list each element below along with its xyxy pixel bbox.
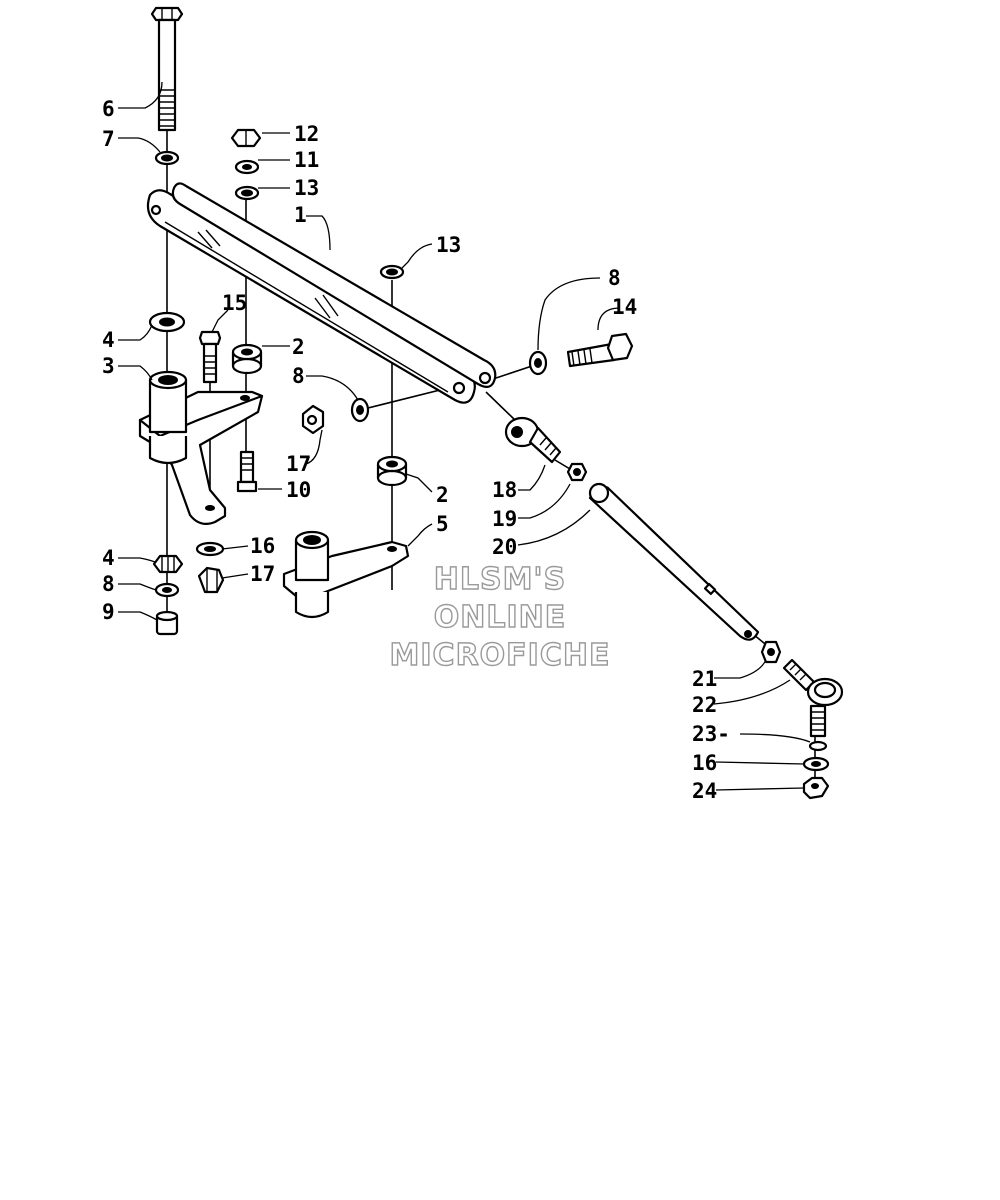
lock-nut-part-17-lower	[197, 566, 225, 594]
callout-7: 7	[102, 127, 115, 151]
callout-19: 19	[492, 507, 517, 531]
washer-part-16-right	[802, 756, 830, 772]
bushing-part-4-upper	[148, 311, 186, 333]
callout-3: 3	[102, 354, 115, 378]
nut-part-9	[155, 610, 179, 636]
callout-13-upper: 13	[294, 176, 319, 200]
bolt-part-15	[198, 330, 222, 384]
spacer-part-2-left	[231, 343, 263, 375]
watermark-line-3: MICROFICHE	[390, 638, 611, 673]
washer-part-8-right	[528, 350, 548, 376]
watermark-line-2: ONLINE	[434, 600, 567, 635]
castle-nut-part-4-lower	[152, 554, 184, 574]
lock-washer-part-11	[234, 159, 260, 175]
callout-21: 21	[692, 667, 717, 691]
callout-2-left: 2	[292, 335, 305, 359]
washer-part-8-left	[154, 582, 180, 598]
steering-arm-part-5	[282, 530, 410, 619]
bolt-part-14	[566, 332, 634, 368]
tie-rod-part-20	[588, 482, 760, 641]
callout-18: 18	[492, 478, 517, 502]
callout-16-left: 16	[250, 534, 275, 558]
bolt-part-6	[150, 6, 184, 132]
callout-8-middle: 8	[292, 364, 305, 388]
callout-2-right: 2	[436, 483, 449, 507]
spacer-part-2-right	[376, 455, 408, 487]
leader-lines	[118, 81, 811, 791]
callout-23: 23-	[692, 722, 730, 746]
callout-20: 20	[492, 535, 517, 559]
tie-bar-part-1	[146, 182, 497, 404]
callout-13-right: 13	[436, 233, 461, 257]
lock-nut-part-17-upper	[301, 404, 325, 435]
callout-labels: 1 2 2 3 4 4 5 6 7 8 8 8 9 10 11 12 13 13…	[102, 97, 730, 803]
callout-4-upper: 4	[102, 328, 115, 352]
callout-22: 22	[692, 693, 717, 717]
rod-end-part-18	[504, 416, 562, 464]
steering-arm-part-3	[138, 370, 264, 525]
washer-part-13-right	[379, 264, 405, 280]
jam-nut-part-19	[566, 462, 588, 482]
watermark-line-1: HLSM'S	[434, 562, 566, 597]
rod-end-part-22	[782, 658, 844, 738]
callout-4-lower: 4	[102, 546, 115, 570]
callout-8-left: 8	[102, 572, 115, 596]
assembly-axis-lines	[166, 130, 816, 790]
callout-12: 12	[294, 122, 319, 146]
callout-5: 5	[436, 512, 449, 536]
callout-16-right: 16	[692, 751, 717, 775]
callout-8-right: 8	[608, 266, 621, 290]
callout-10: 10	[286, 478, 311, 502]
callout-6: 6	[102, 97, 115, 121]
washer-part-16-left	[195, 541, 225, 557]
bolt-part-10	[236, 450, 258, 493]
callout-17-lower: 17	[250, 562, 275, 586]
watermark: HLSM'S ONLINE MICROFICHE	[389, 561, 611, 673]
callout-11: 11	[294, 148, 319, 172]
callout-1: 1	[294, 203, 307, 227]
nut-part-12	[230, 128, 262, 148]
callout-24: 24	[692, 779, 717, 803]
jam-nut-part-21	[760, 640, 782, 664]
callout-17-middle: 17	[286, 452, 311, 476]
lock-washer-part-23	[808, 740, 828, 752]
washer-part-8-middle	[350, 397, 370, 423]
washer-part-7	[154, 150, 180, 166]
lock-nut-part-24	[802, 776, 830, 800]
washer-part-13-top	[234, 185, 260, 201]
callout-15: 15	[222, 291, 247, 315]
callout-9: 9	[102, 600, 115, 624]
callout-14: 14	[612, 295, 637, 319]
